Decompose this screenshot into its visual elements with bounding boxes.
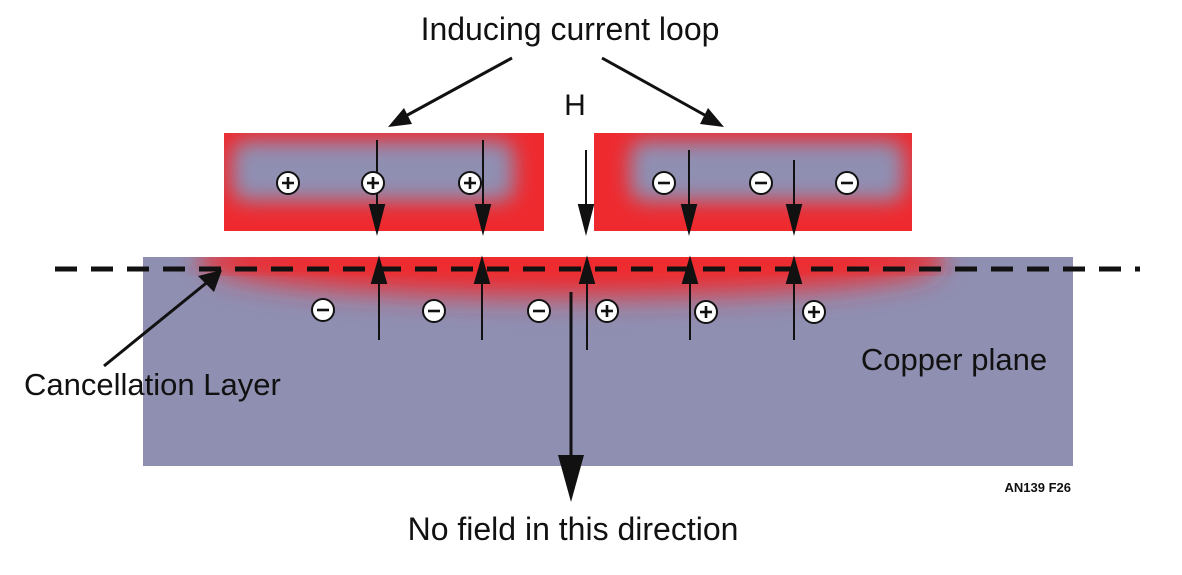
plus-charge-icon bbox=[458, 171, 482, 195]
plus-charge-icon bbox=[361, 171, 385, 195]
pointer-cancellation-layer bbox=[103, 278, 211, 368]
plus-charge-icon bbox=[694, 300, 718, 324]
label-figure-id: AN139 F26 bbox=[1005, 480, 1071, 495]
no-field-arrow bbox=[558, 292, 584, 502]
label-copper-plane: Copper plane bbox=[861, 342, 1047, 377]
minus-charge-icon bbox=[652, 171, 676, 195]
minus-charge-icon bbox=[422, 299, 446, 323]
label-inducing-current-loop: Inducing current loop bbox=[421, 11, 720, 47]
plus-charge-icon bbox=[595, 299, 619, 323]
charge-symbols bbox=[276, 171, 859, 324]
plus-charge-icon bbox=[802, 300, 826, 324]
label-field-h: H bbox=[564, 89, 586, 122]
field-arrows-up bbox=[370, 255, 803, 350]
plus-charge-icon bbox=[276, 171, 300, 195]
pointer-left-conductor bbox=[401, 56, 513, 120]
field-arrows-down bbox=[368, 140, 803, 236]
copper-plane bbox=[143, 257, 1073, 466]
label-cancellation-layer: Cancellation Layer bbox=[24, 367, 281, 402]
minus-charge-icon bbox=[835, 171, 859, 195]
minus-charge-icon bbox=[311, 298, 335, 322]
label-no-field: No field in this direction bbox=[408, 511, 739, 547]
minus-charge-icon bbox=[527, 299, 551, 323]
minus-charge-icon bbox=[749, 171, 773, 195]
pointer-arrows bbox=[103, 56, 724, 368]
pointer-right-conductor bbox=[601, 56, 711, 120]
